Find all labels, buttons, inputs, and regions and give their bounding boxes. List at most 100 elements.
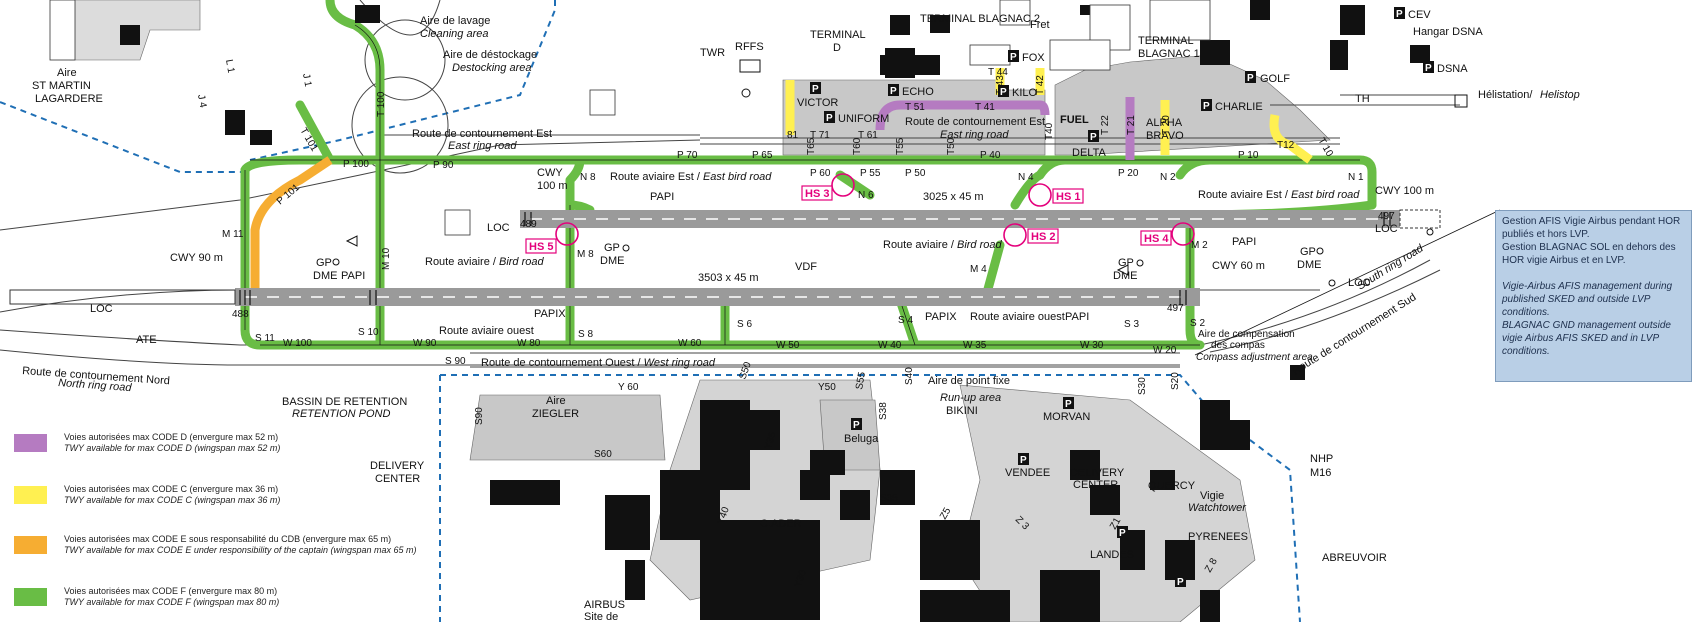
parking-marker-landes: P [1117,526,1128,539]
outline-buildings [49,0,1211,236]
label-aire-lavage: Aire de lavage [420,15,490,27]
label-st-martin-2: ST MARTIN [32,80,91,92]
label-delivery-center-1: DELIVERY [370,460,425,472]
svg-text:P: P [1396,9,1403,20]
label-cwy-100-right: CWY 100 m [1375,185,1434,197]
twy-s35: S35 [880,493,898,504]
label-thr-497b: 497 [1167,303,1184,314]
label-rwy-lower: 3503 x 45 m [698,272,759,284]
twy-t100: T 100 [376,91,387,117]
label-th: TH [1355,93,1370,105]
label-helistation: Hélistation/ [1478,89,1533,101]
label-aire-compensation-2: des compas [1211,340,1265,351]
wind-sock-icon [1116,264,1129,276]
twy-s11: S 11 [255,333,275,344]
navaid-icon [622,244,630,252]
info-en-2: BLAGNAC GND management outside vigie Air… [1502,320,1671,357]
parking-marker-dsna: P [1423,61,1434,74]
twy-p40: P 40 [980,150,1001,161]
twy-n6: N 6 [858,190,874,201]
tower-icon [739,59,761,73]
label-uniform: UNIFORM [838,113,889,125]
svg-text:P: P [1010,52,1017,63]
label-papi-c: PAPI [1232,236,1256,248]
label-dme-c: DME [1113,270,1137,282]
legend-label-en: TWY available for max CODE E under respo… [64,545,417,555]
twy-t40: T40 [1044,122,1055,140]
twy-s4: S 4 [898,315,913,326]
parking-marker-cev: P [1394,7,1405,20]
parking-marker-golf: P [1245,71,1256,84]
label-twr: TWR [700,47,725,59]
parking-markers: P P P P P P P P P P P P P P P [810,7,1434,588]
twy-t21: T 21 [1126,115,1137,135]
label-delivery-center-2: CENTER [375,473,420,485]
label-fret: Fret [1030,19,1050,31]
label-thr-497a: 497 [1378,211,1395,222]
parking-marker-charlie: P [1201,99,1212,112]
twy-t55: T55 [895,137,906,155]
label-gp-c: GP [1118,257,1134,269]
twy-j1: J 1 [300,73,313,88]
twy-p60: P 60 [810,168,831,179]
label-pyrenees: PYRENEES [1188,531,1248,543]
navaid-icon [1316,247,1324,255]
legend-label-fr: Voies autorisées max CODE F (envergure m… [64,586,278,596]
label-compass-adjustment: Compass adjustment area [1196,352,1313,363]
label-route-aviaire-est-1: Route aviaire Est / East bird road [610,171,772,183]
twy-m11: M 11 [222,229,244,240]
twy-y60: Y 60 [618,382,639,393]
parking-marker-beluga: P [851,418,862,431]
map-symbols [332,59,1501,356]
legend-label-fr: Voies autorisées max CODE D (envergure m… [64,432,279,442]
twy-m10: M 10 [381,247,392,270]
label-terminal-blagnac1-2: BLAGNAC 1 [1138,48,1200,60]
label-aire-ziegler-1: Aire [546,395,566,407]
twy-s6: S 6 [737,319,752,330]
label-dsna: DSNA [1437,63,1468,75]
twy-s40: S40 [904,367,915,385]
twy-n8: N 8 [580,172,596,183]
svg-text:P: P [1000,87,1007,98]
legend-swatch-code-d [14,434,47,452]
legend-label-en: TWY available for max CODE D (wingspan m… [64,443,281,453]
twy-w30: W 30 [1080,340,1104,351]
label-abreuvoir: ABREUVOIR [1322,552,1387,564]
label-delta: DELTA [1072,147,1106,159]
svg-text:P: P [1177,577,1184,588]
svg-text:P: P [1247,73,1254,84]
svg-text:HS 2: HS 2 [1031,231,1055,243]
legend-item-code-d: Voies autorisées max CODE D (envergure m… [14,432,434,462]
parking-marker-fox: P [1008,50,1019,63]
label-destocking-area: Destocking area [452,62,532,74]
legend-item-code-c: Voies autorisées max CODE C (envergure m… [14,484,434,514]
label-north-ring-road: North ring road [58,377,133,394]
label-route-contournement-sud: Route de contournement Sud [1290,291,1418,377]
label-gp-a: GP [316,257,332,269]
label-kilo: KILO [1012,87,1038,99]
svg-text:P: P [826,113,833,124]
twy-s38: S38 [878,402,889,420]
apron-ziegler [469,394,666,461]
twy-w35: W 35 [963,340,987,351]
svg-text:P: P [1425,63,1432,74]
parking-marker-victor: P [810,82,821,95]
label-loc-a: LOC [90,303,113,315]
twy-n4: N 4 [1018,172,1034,183]
taxiway-labels: T 100 T 101 P 100 P 90 P 101 J 1 J 4 L 1… [195,59,1364,589]
label-watchtower: Watchtower [1188,502,1247,514]
helipad-icon [1454,94,1468,108]
info-en-1: Vigie-Airbus AFIS management during publ… [1502,281,1673,318]
svg-text:HS 1: HS 1 [1056,191,1080,203]
svg-text:HS 3: HS 3 [805,188,829,200]
twy-w80: W 80 [517,338,541,349]
label-bassin-retention: BASSIN DE RETENTION [282,396,407,408]
hotspot-labels: HS 3 HS 1 HS 2 HS 4 HS 5 [525,185,1172,254]
svg-text:P: P [812,84,819,95]
hotspot-circles [555,173,1195,247]
label-cleaning-area: Cleaning area [420,28,489,40]
wind-sock-icon [345,235,358,247]
label-papix-b: PAPIX [925,311,957,323]
label-east-ring-road: East ring road [448,140,517,152]
parking-marker-echo: P [888,84,899,97]
